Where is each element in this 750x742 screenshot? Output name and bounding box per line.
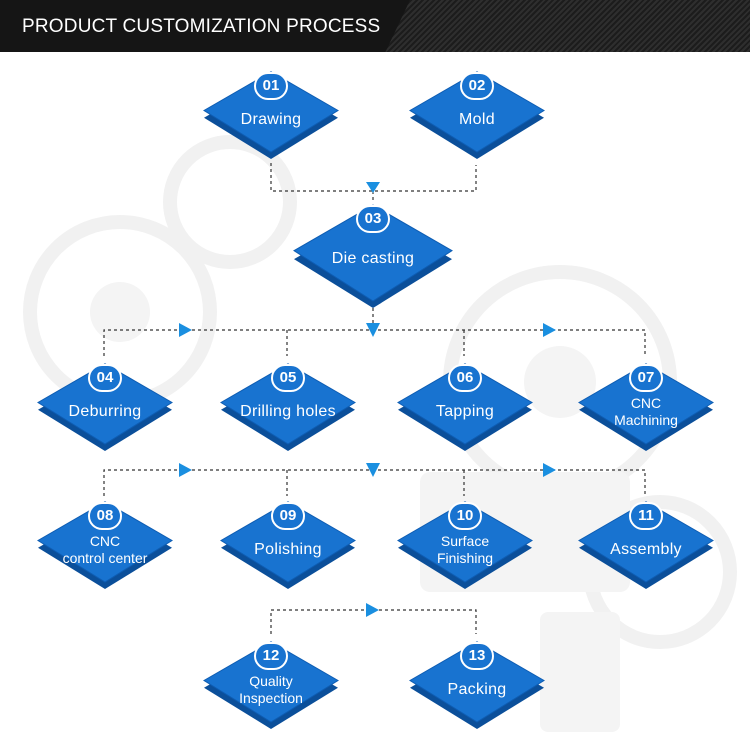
step-number-badge: 12 (254, 642, 288, 670)
step-label-text: Tapping (435, 403, 495, 420)
step-label: Tapping (403, 394, 527, 430)
step-diamond-shape (220, 363, 356, 451)
step-label: Deburring (43, 394, 167, 430)
step-number-badge: 07 (629, 364, 663, 392)
step-label: Mold (415, 102, 539, 138)
step-number-badge: 10 (448, 502, 482, 530)
step-number-badge: 09 (271, 502, 305, 530)
step-label-text: Mold (459, 111, 495, 128)
step-number-badge: 11 (629, 502, 663, 530)
step-diamond-shape (409, 641, 545, 729)
step-diamond-shape (293, 204, 453, 308)
step-diamond-shape (397, 363, 533, 451)
step-diamond-shape (578, 501, 714, 589)
step-diamond-shape (203, 71, 339, 159)
step-label: Die casting (299, 241, 447, 277)
step-diamond-shape (397, 501, 533, 589)
step-diamond-shape (220, 501, 356, 589)
step-label: Packing (415, 672, 539, 708)
step-label: Drawing (209, 102, 333, 138)
step-label-text: Drilling holes (240, 403, 336, 420)
step-label: Assembly (584, 532, 708, 568)
step-number-badge: 01 (254, 72, 288, 100)
step-number-badge: 08 (88, 502, 122, 530)
step-number-badge: 03 (356, 205, 390, 233)
page-title: PRODUCT CUSTOMIZATION PROCESS (22, 16, 381, 37)
step-number-badge: 02 (460, 72, 494, 100)
step-number-badge: 13 (460, 642, 494, 670)
step-number-badge: 05 (271, 364, 305, 392)
step-diamond-shape (37, 363, 173, 451)
step-label: Drilling holes (226, 394, 350, 430)
step-label-text: Die casting (331, 250, 415, 267)
step-diamond-shape (203, 641, 339, 729)
step-label-text: Drawing (240, 111, 302, 128)
step-diamond-shape (578, 363, 714, 451)
step-number-badge: 04 (88, 364, 122, 392)
step-label-text: Assembly (610, 541, 682, 558)
step-label-text: Polishing (254, 541, 322, 558)
step-diamond-shape (409, 71, 545, 159)
step-label: Polishing (226, 532, 350, 568)
step-diamond-shape (37, 501, 173, 589)
step-label-text: Deburring (68, 403, 142, 420)
step-label-text: Packing (447, 681, 507, 698)
header-bar: PRODUCT CUSTOMIZATION PROCESS (0, 0, 750, 52)
header-title-plate: PRODUCT CUSTOMIZATION PROCESS (0, 0, 410, 52)
step-number-badge: 06 (448, 364, 482, 392)
